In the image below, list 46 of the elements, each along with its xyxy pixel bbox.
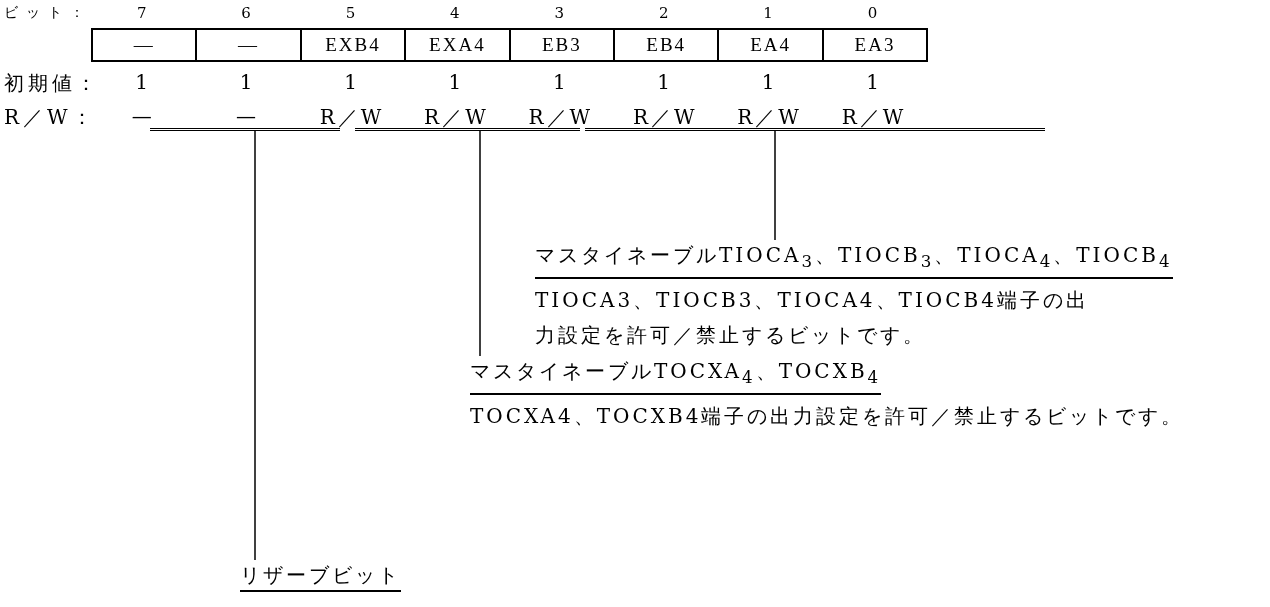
heading: リザーブビット xyxy=(240,560,401,592)
description-text: TIOCA3、TIOCB3、TIOCA4、TIOCB4端子の出力設定を許可／禁止するビットです。 xyxy=(535,287,1090,349)
initial-value: 1 xyxy=(344,70,360,94)
initial-value: 1 xyxy=(239,70,256,94)
bit-field-cell: EXA4 xyxy=(404,28,511,62)
access-type: R／W xyxy=(319,104,385,131)
initial-value: 1 xyxy=(552,70,569,94)
initial-value: 1 xyxy=(135,70,152,94)
row-label: ビット： xyxy=(4,4,92,22)
group-underline xyxy=(355,128,580,131)
access-type: — xyxy=(131,104,155,128)
bit-field-cell: EA3 xyxy=(821,28,929,62)
bit-number: 3 xyxy=(554,4,568,22)
access-type: R／W xyxy=(632,104,698,131)
access-type: R／W xyxy=(737,104,802,131)
bit-field-cell: EA4 xyxy=(717,28,824,62)
access-type: R／W xyxy=(424,104,489,131)
bit-field-cell: EB3 xyxy=(508,28,615,62)
bit-field-cell: EB4 xyxy=(613,28,720,62)
group-underline xyxy=(150,128,340,131)
bit-number: 5 xyxy=(345,4,359,22)
leader-line xyxy=(254,130,256,561)
heading: マスタイネーブルTOCXA$_{4}$、TOCXB$_{4}$ xyxy=(470,356,882,395)
access-type: R／W xyxy=(841,104,907,131)
description-text: TOCXA4、TOCXB4端子の出力設定を許可／禁止するビットです。 xyxy=(470,403,1186,430)
bit-number: 4 xyxy=(450,4,463,22)
bit-field-cell: — xyxy=(195,28,302,62)
leader-line xyxy=(479,130,481,357)
bit-field-cell: — xyxy=(91,28,198,62)
initial-value: 1 xyxy=(448,70,465,94)
bit-number: 0 xyxy=(867,4,881,22)
row-label: 初期値： xyxy=(4,70,100,97)
heading: マスタイネーブルTIOCA$_{3}$、TIOCB$_{3}$、TIOCA$_{4}$、TIOCB$_{4}$ xyxy=(535,240,1173,279)
bit-number: 7 xyxy=(136,4,150,22)
leader-line xyxy=(774,130,776,241)
bit-number: 6 xyxy=(241,4,254,22)
access-type: — xyxy=(236,104,260,128)
access-type: R／W xyxy=(528,104,594,131)
initial-value: 1 xyxy=(761,70,778,94)
bit-field-cell: EXB4 xyxy=(299,28,407,62)
bit-number: 2 xyxy=(658,4,672,22)
initial-value: 1 xyxy=(866,70,882,94)
row-label: R／W： xyxy=(4,104,96,131)
group-underline xyxy=(585,128,1045,131)
initial-value: 1 xyxy=(657,70,674,94)
bit-number: 1 xyxy=(763,4,776,22)
